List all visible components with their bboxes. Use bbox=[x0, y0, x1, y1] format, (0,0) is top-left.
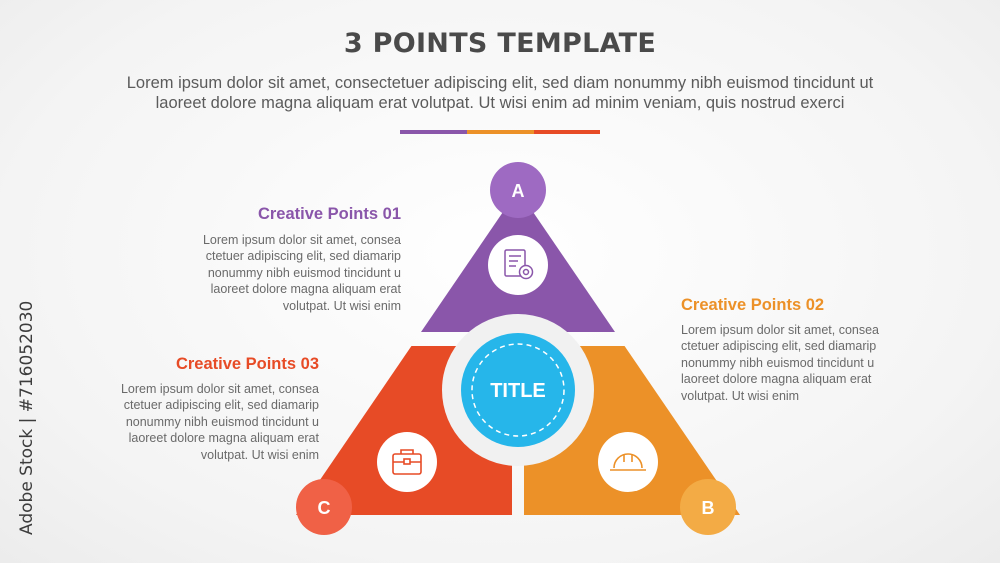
badge-b-label: B bbox=[702, 498, 715, 518]
badge-c bbox=[296, 479, 352, 535]
briefcase-icon bbox=[392, 449, 422, 475]
point-3-line: laoreet dolore magna aliquam erat bbox=[128, 431, 319, 446]
point-1-line: ctetuer adipiscing elit, sed diamarip bbox=[205, 249, 401, 264]
badge-a bbox=[490, 162, 546, 218]
document-gear-icon bbox=[504, 249, 534, 280]
badge-c-label: C bbox=[318, 498, 331, 518]
point-2-line: Lorem ipsum dolor sit amet, consea bbox=[681, 323, 880, 337]
center-dashed-ring bbox=[471, 343, 565, 437]
subtitle-line-2: laoreet dolore magna aliquam erat volutp… bbox=[155, 94, 845, 112]
icon-circle-bottom-right bbox=[598, 432, 658, 492]
page-title: 3 POINTS TEMPLATE bbox=[343, 28, 657, 59]
point-2-line: ctetuer adipiscing elit, sed diamarip bbox=[681, 339, 877, 354]
point-1-line: Lorem ipsum dolor sit amet, consea bbox=[202, 233, 401, 247]
point-3-line: Lorem ipsum dolor sit amet, consea bbox=[120, 382, 319, 396]
point-3-line: ctetuer adipiscing elit, sed diamarip bbox=[123, 398, 319, 413]
point-1-line: volutpat. Ut wisi enim bbox=[282, 298, 401, 313]
center-title: TITLE bbox=[490, 380, 546, 402]
point-2-line: nonummy nibh euismod tincidunt u bbox=[681, 355, 875, 370]
icon-circle-top bbox=[488, 235, 548, 295]
point-2-text: Lorem ipsum dolor sit amet, consea ctetu… bbox=[681, 322, 941, 404]
point-3-line: nonummy nibh euismod tincidunt u bbox=[125, 414, 319, 429]
center-circle bbox=[461, 333, 575, 447]
hard-hat-icon bbox=[610, 453, 646, 471]
point-3-text: Lorem ipsum dolor sit amet, consea ctetu… bbox=[68, 381, 319, 463]
stock-watermark-id: Adobe Stock | #716052030 bbox=[17, 300, 37, 535]
divider-orange bbox=[467, 130, 534, 134]
subtitle-line-1: Lorem ipsum dolor sit amet, consectetuer… bbox=[126, 74, 874, 92]
point-3-heading: Creative Points 03 bbox=[175, 355, 319, 373]
point-3-line: volutpat. Ut wisi enim bbox=[200, 447, 319, 462]
divider-red bbox=[534, 130, 600, 134]
point-2-heading: Creative Points 02 bbox=[681, 296, 825, 314]
badge-a-label: A bbox=[512, 181, 525, 201]
badge-b bbox=[680, 479, 736, 535]
point-1-heading: Creative Points 01 bbox=[257, 205, 401, 223]
page-subtitle: Lorem ipsum dolor sit amet, consectetuer… bbox=[60, 73, 940, 113]
point-1-line: laoreet dolore magna aliquam erat bbox=[210, 282, 401, 297]
point-1-line: nonummy nibh euismod tincidunt u bbox=[207, 265, 401, 280]
divider-purple bbox=[400, 130, 467, 134]
point-2-line: volutpat. Ut wisi enim bbox=[681, 388, 800, 403]
point-2-line: laoreet dolore magna aliquam erat bbox=[681, 372, 872, 387]
point-1-text: Lorem ipsum dolor sit amet, consea ctetu… bbox=[150, 232, 401, 314]
